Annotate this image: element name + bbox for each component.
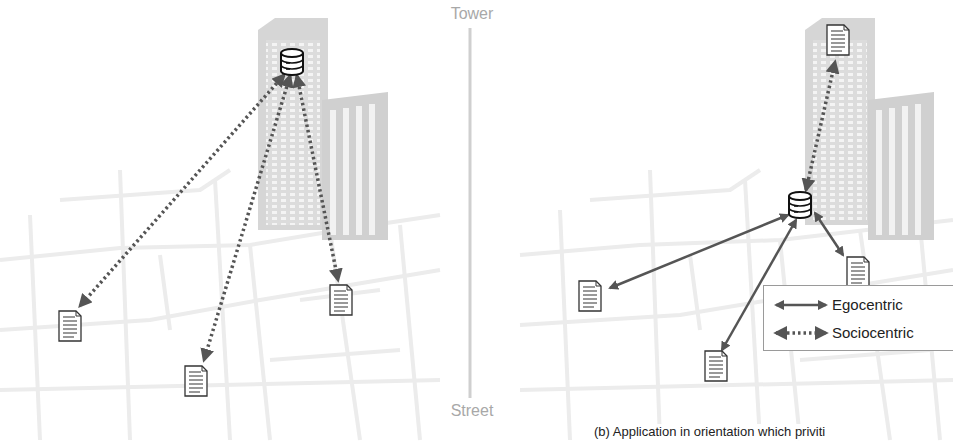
document-icon xyxy=(185,366,207,396)
database-icon xyxy=(281,49,303,75)
sociocentric-arrow xyxy=(80,62,835,360)
document-icon xyxy=(847,257,869,287)
legend-box: EgocentricSociocentric xyxy=(763,285,953,351)
legend-line-sample xyxy=(776,331,826,335)
axis-label: Street xyxy=(448,401,497,420)
document-icon xyxy=(579,281,601,311)
tower-buildings xyxy=(805,18,934,240)
document-icon xyxy=(330,285,352,315)
legend-line-sample xyxy=(776,304,826,307)
axis-label: Tower xyxy=(448,4,497,23)
document-icon xyxy=(705,351,727,381)
legend-samples xyxy=(764,286,953,352)
legend-label: Egocentric xyxy=(832,296,903,314)
scale-axis xyxy=(469,28,472,398)
figure-caption: (b) Application in orientation which pri… xyxy=(594,424,825,440)
document-icon xyxy=(827,25,849,55)
document-icon xyxy=(59,311,81,341)
database-icon xyxy=(789,192,811,218)
legend-label: Sociocentric xyxy=(832,324,914,342)
